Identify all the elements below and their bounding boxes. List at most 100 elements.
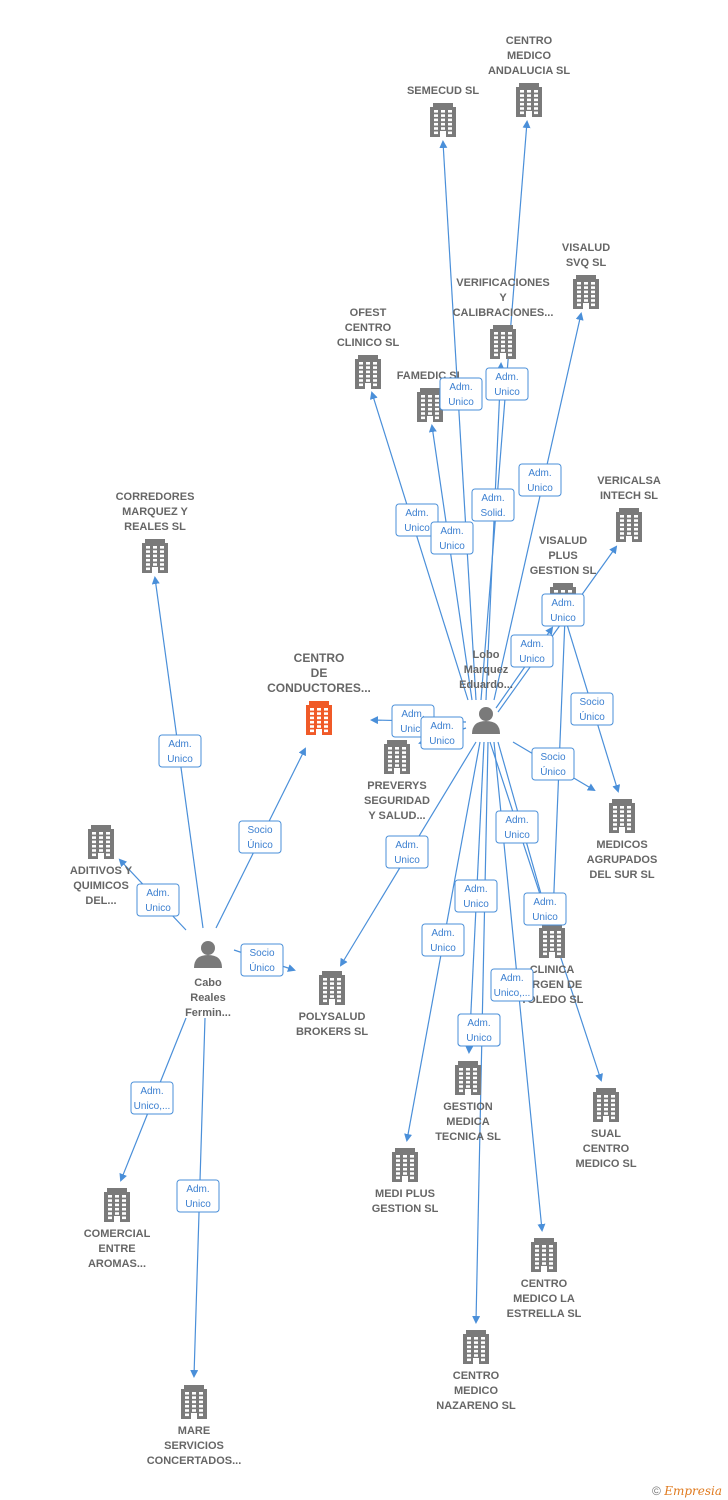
building-icon [531,1238,557,1272]
edge-label-box [385,835,429,869]
node-label: OFEST [350,307,387,319]
node-comercial[interactable]: COMERCIALENTREAROMAS... [84,1188,151,1270]
building-icon [463,1330,489,1364]
edge-label[interactable]: Adm.Unico [176,1179,220,1213]
edge-label[interactable]: Adm.Unico [454,879,498,913]
edge-label[interactable]: Adm.Unico [457,1013,501,1047]
node-label: Marquez [464,664,509,676]
edge-label-box [421,923,465,957]
edge-label[interactable]: Adm.Unico [518,463,562,497]
building-icon [455,1061,481,1095]
edge-label-box [240,943,284,977]
node-centro-conductores[interactable]: CENTRODECONDUCTORES... [267,651,371,735]
building-icon [384,740,410,774]
edge-label[interactable]: Adm. Unico [421,923,465,957]
node-label: CORREDORES [116,491,195,503]
node-semecud[interactable]: SEMECUD SL [407,85,479,137]
building-icon [609,799,635,833]
node-label: VERIFICACIONES [456,277,550,289]
node-label: ENTRE [98,1243,135,1255]
edge-label-text: Adm. [401,709,424,720]
edge-label[interactable]: Adm.Unico [385,835,429,869]
edge-label[interactable]: Adm.Unico [158,734,202,768]
edge-label[interactable]: Adm.Unico [541,593,585,627]
person-icon [472,707,500,734]
node-label: CENTRO [453,1370,500,1382]
edge-label-box [238,820,282,854]
edge-label-text: Adm. [431,928,454,939]
node-label: BROKERS SL [296,1026,368,1038]
edge-label-text: Unico [400,724,426,735]
edge-label-text: Unico [430,943,456,954]
edge-label-text: Socio [579,697,604,708]
edge-label-text: Adm. [533,897,556,908]
edge-label[interactable]: Adm.Unico [439,377,483,411]
edge-label-box [570,692,614,726]
edge-label-text: Adm. [467,1018,490,1029]
edge-label[interactable]: Adm.Solid. [471,488,515,522]
edge-label-text: Adm. [520,639,543,650]
node-label: Lobo [473,649,500,661]
node-mare[interactable]: MARESERVICIOSCONCERTADOS... [147,1385,242,1467]
edge-label[interactable]: Adm.Unico [495,810,539,844]
node-verificaciones[interactable]: VERIFICACIONESYCALIBRACIONES... [453,277,554,359]
node-label: CLINICO SL [337,337,400,349]
edge-label[interactable]: Adm. Unico [523,892,567,926]
edge-label-text: Unico [439,541,465,552]
node-label: PLUS [548,550,577,562]
edge-label-box [471,488,515,522]
node-label: NAZARENO SL [436,1400,516,1412]
node-label: VIRGEN DE [522,979,583,991]
building-icon [516,83,542,117]
edge-label-text: Unico [145,903,171,914]
building-icon [490,325,516,359]
node-cabo[interactable]: CaboRealesFermin... [185,941,231,1019]
node-label: SUAL [591,1128,621,1140]
node-lobo[interactable]: LoboMarquezEduardo... [459,649,513,734]
node-label: DEL... [85,895,116,907]
edge-line [493,312,584,701]
node-aditivos[interactable]: ADITIVOS YQUIMICOSDEL... [70,825,133,907]
edge-label[interactable]: Adm. Unico [510,634,554,668]
node-label: DEL SUR SL [589,869,654,881]
edge-label-box [518,463,562,497]
edge-label[interactable]: Adm.Unico [430,521,474,555]
brand-logo[interactable]: Empresia [664,1484,722,1498]
edge-label-text: Adm. [464,884,487,895]
edge-label[interactable]: Adm.Unico [136,883,180,917]
node-label: ESTRELLA SL [507,1308,582,1320]
building-icon [142,539,168,573]
edge-label-text: Adm. [528,468,551,479]
node-label: CONDUCTORES... [267,681,371,695]
edge-label[interactable]: Adm.Unico [420,716,464,750]
edge-label[interactable]: Adm.Unico [395,503,439,537]
edge-label[interactable]: Adm.Unico,... [130,1081,174,1115]
edge-label[interactable]: Adm.Unico [485,367,529,401]
edge-label-text: Unico [532,912,558,923]
node-label: TECNICA SL [435,1131,501,1143]
node-label: GESTION SL [530,565,597,577]
edge-label-box [430,521,474,555]
node-label: CENTRO [506,35,553,47]
node-label: INTECH SL [600,490,658,502]
edge-label-text: Unico [519,654,545,665]
edge-label[interactable]: Adm.Unico,... [490,968,534,1002]
